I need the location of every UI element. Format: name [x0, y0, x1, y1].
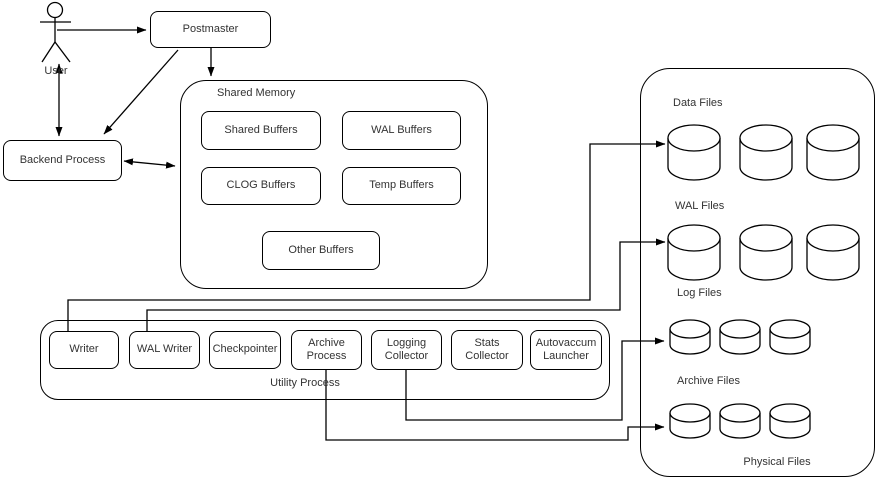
- node-archive-process[interactable]: Archive Process: [291, 330, 362, 370]
- cylinder-archive-files-1[interactable]: [669, 403, 711, 439]
- node-autovaccum-launcher[interactable]: Autovaccum Launcher: [530, 330, 602, 370]
- node-backend-process[interactable]: Backend Process: [3, 140, 122, 181]
- arrow-postmaster-to-backend[interactable]: [103, 49, 179, 135]
- node-other-buffers[interactable]: Other Buffers: [262, 231, 380, 270]
- node-wal-writer[interactable]: WAL Writer: [129, 331, 200, 369]
- cylinder-data-files-1[interactable]: [667, 124, 721, 181]
- data-files-label: Data Files: [673, 97, 723, 109]
- archive-files-label: Archive Files: [677, 375, 740, 387]
- node-logging-collector[interactable]: Logging Collector: [371, 330, 442, 370]
- node-stats-collector[interactable]: Stats Collector: [451, 330, 523, 370]
- physical-files-container[interactable]: [640, 68, 875, 477]
- node-writer[interactable]: Writer: [49, 331, 119, 369]
- cylinder-log-files-1[interactable]: [669, 319, 711, 355]
- node-wal-buffers[interactable]: WAL Buffers: [342, 111, 461, 150]
- shared-memory-title: Shared Memory: [217, 87, 296, 99]
- cylinder-log-files-2[interactable]: [719, 319, 761, 355]
- cylinder-archive-files-2[interactable]: [719, 403, 761, 439]
- node-shared-buffers[interactable]: Shared Buffers: [201, 111, 321, 150]
- connector-writer-to-data-files[interactable]: [67, 140, 666, 331]
- cylinder-layer: [667, 124, 860, 439]
- wal-files-label: WAL Files: [675, 200, 725, 212]
- connector-logging-collector-to-log-files[interactable]: [405, 337, 665, 421]
- cylinder-archive-files-3[interactable]: [769, 403, 811, 439]
- cylinder-wal-files-3[interactable]: [806, 224, 860, 281]
- node-temp-buffers[interactable]: Temp Buffers: [342, 167, 461, 205]
- utility-process-title: Utility Process: [270, 377, 340, 389]
- shared-memory-container[interactable]: [180, 80, 488, 289]
- cylinder-wal-files-2[interactable]: [739, 224, 793, 281]
- arrow-backend-shared-memory-bidirectional[interactable]: [123, 158, 176, 169]
- cylinder-wal-files-1[interactable]: [667, 224, 721, 281]
- user-label: User: [44, 65, 68, 77]
- physical-files-title: Physical Files: [743, 456, 811, 468]
- node-checkpointer[interactable]: Checkpointer: [209, 331, 281, 369]
- node-clog-buffers[interactable]: CLOG Buffers: [201, 167, 321, 205]
- log-files-label: Log Files: [677, 287, 722, 299]
- utility-process-container[interactable]: [40, 320, 610, 400]
- cylinder-data-files-3[interactable]: [806, 124, 860, 181]
- cylinder-log-files-3[interactable]: [769, 319, 811, 355]
- connector-wal-writer-to-wal-files[interactable]: [146, 238, 666, 331]
- user-actor-icon[interactable]: [40, 1, 71, 63]
- cylinder-data-files-2[interactable]: [739, 124, 793, 181]
- node-postmaster[interactable]: Postmaster: [150, 11, 271, 48]
